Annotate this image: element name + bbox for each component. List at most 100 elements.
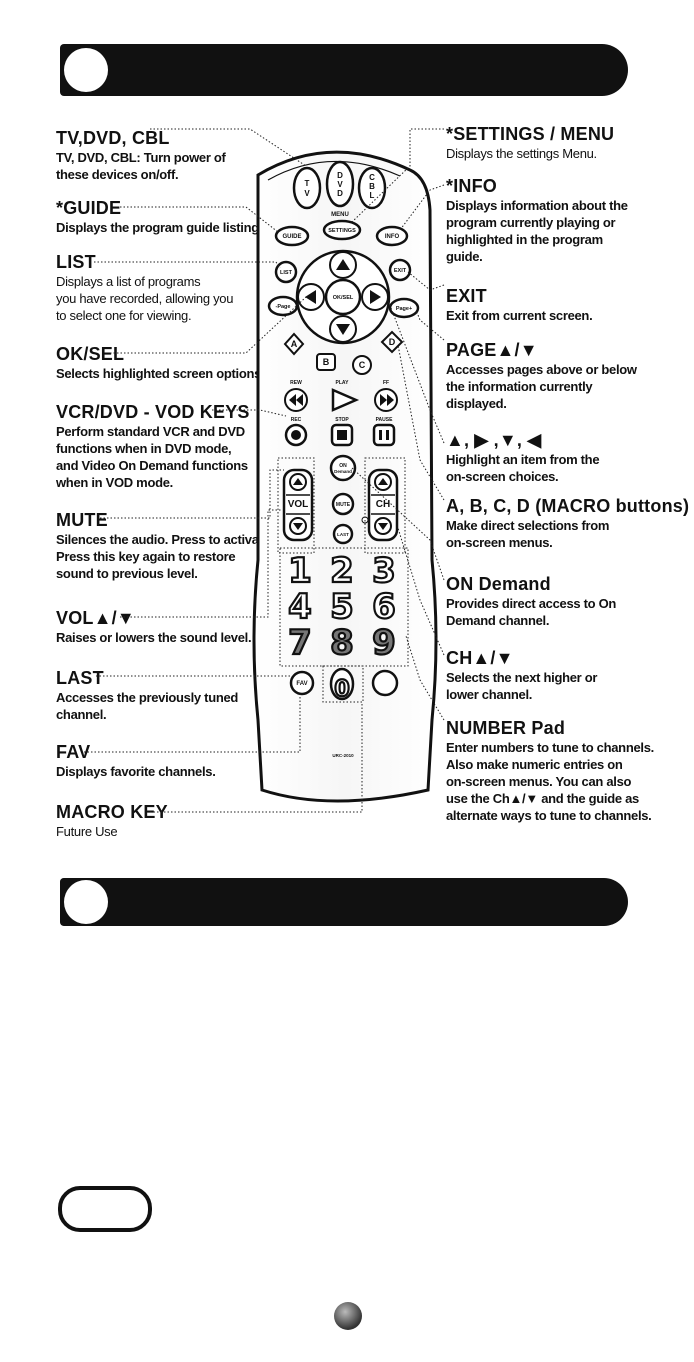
svg-text:-Page: -Page xyxy=(276,304,291,310)
svg-text:MUTE: MUTE xyxy=(336,502,351,508)
left-label-title: OK/SEL xyxy=(56,344,125,364)
svg-text:6: 6 xyxy=(372,587,396,627)
digit-button-3: 3 xyxy=(371,550,397,592)
svg-text:3: 3 xyxy=(372,551,396,591)
svg-text:C: C xyxy=(359,360,366,370)
fav-button xyxy=(289,670,315,696)
right-label-title: A, B, C, D (MACRO buttons) xyxy=(446,496,690,516)
left-label-desc: Raises or lowers the sound level. xyxy=(56,630,252,645)
page-plus-button xyxy=(388,297,420,319)
left-label-desc: Selects highlighted screen options. xyxy=(56,366,265,381)
left-label-title: MUTE xyxy=(56,510,108,530)
digit-button-2: 2 xyxy=(329,550,355,592)
left-label-title: VCR/DVD - VOD KEYS xyxy=(56,402,250,422)
macro-buttons: A B C D xyxy=(283,330,404,375)
left-label-title: TV,DVD, CBL xyxy=(56,128,170,148)
right-label-desc: Displays information about the program c… xyxy=(446,198,628,264)
on-demand-button xyxy=(329,454,357,482)
left-label-title: FAV xyxy=(56,742,91,762)
right-label-desc: Displays the settings Menu. xyxy=(446,146,597,161)
svg-text:9: 9 xyxy=(372,623,396,663)
svg-text:INFO: INFO xyxy=(385,234,400,240)
left-label-title: LIST xyxy=(56,252,96,272)
left-label-desc: Silences the audio. Press to activate. P… xyxy=(56,532,273,581)
svg-text:URC-2010: URC-2010 xyxy=(332,753,354,758)
list-button xyxy=(274,260,298,284)
svg-text:EXIT: EXIT xyxy=(394,268,407,274)
mute-button xyxy=(331,492,355,516)
svg-text:REC: REC xyxy=(291,417,302,423)
right-label-desc: Selects the next higher or lower channel… xyxy=(446,670,598,702)
svg-text:Demand: Demand xyxy=(334,469,352,474)
svg-text:D: D xyxy=(337,171,343,180)
svg-text:PLAY: PLAY xyxy=(336,380,350,386)
left-label-title: *GUIDE xyxy=(56,198,122,218)
svg-text:8: 8 xyxy=(330,623,354,663)
svg-text:MENU: MENU xyxy=(331,212,349,218)
svg-text:7: 7 xyxy=(288,623,312,663)
right-label-title: *INFO xyxy=(446,176,498,196)
svg-text:FF: FF xyxy=(383,380,389,386)
right-label-title: ▲, ▶ ,▼, ◀ xyxy=(446,430,542,450)
right-label-desc: Enter numbers to tune to channels. Also … xyxy=(446,740,654,823)
svg-text:STOP: STOP xyxy=(335,417,349,423)
info-button xyxy=(375,225,409,247)
right-label-title: NUMBER Pad xyxy=(446,718,566,738)
right-label-title: EXIT xyxy=(446,286,487,306)
svg-text:CH: CH xyxy=(376,499,390,510)
left-label-desc: Accesses the previously tuned channel. xyxy=(56,690,239,722)
left-label-title: MACRO KEY xyxy=(56,802,168,822)
svg-text:0: 0 xyxy=(334,677,349,702)
left-label-desc: Displays favorite channels. xyxy=(56,764,216,779)
power-buttons: T V D V D C B L xyxy=(292,160,387,210)
digit-button-9: 9 xyxy=(371,622,397,664)
svg-text:V: V xyxy=(304,189,310,198)
svg-text:B: B xyxy=(323,357,330,367)
left-label-desc: TV, DVD, CBL: Turn power of these device… xyxy=(56,150,226,182)
svg-text:C: C xyxy=(369,173,375,182)
page-marker xyxy=(334,1302,362,1330)
settings-button xyxy=(322,219,362,241)
right-label-desc: Exit from current screen. xyxy=(446,308,593,323)
section-number-circle xyxy=(64,48,108,92)
macro-key-button xyxy=(371,669,399,697)
right-label-desc: Highlight an item from the on-screen cho… xyxy=(446,452,600,484)
guide-button xyxy=(274,225,310,247)
left-label-desc: Future Use xyxy=(56,824,118,839)
svg-text:D: D xyxy=(337,189,343,198)
svg-text:OK/SEL: OK/SEL xyxy=(333,295,354,301)
right-label-title: *SETTINGS / MENU xyxy=(446,124,615,144)
svg-text:SETTINGS: SETTINGS xyxy=(328,228,356,234)
digit-button-0: 0 xyxy=(329,667,355,703)
digit-button-1: 1 xyxy=(287,550,313,592)
svg-text:REW: REW xyxy=(290,380,302,386)
svg-text:1: 1 xyxy=(288,551,312,591)
transport-buttons: REW PLAY FF REC STOP PAUSE xyxy=(284,380,398,447)
last-button xyxy=(332,523,354,545)
section-header-bar-2 xyxy=(60,878,628,926)
right-label-title: PAGE▲/▼ xyxy=(446,340,538,360)
exit-button xyxy=(388,258,412,282)
digit-button-7: 7 xyxy=(287,622,313,664)
left-label-title: VOL▲/▼ xyxy=(56,608,135,628)
right-label-title: CH▲/▼ xyxy=(446,648,514,668)
volume-rocker: VOL xyxy=(282,468,314,542)
svg-text:VOL: VOL xyxy=(288,499,309,510)
svg-text:FAV: FAV xyxy=(296,681,307,687)
left-label-desc: Perform standard VCR and DVD functions w… xyxy=(56,424,248,490)
digit-button-5: 5 xyxy=(329,586,355,628)
section-header-bar xyxy=(60,44,628,96)
navigation-pad: OK/SEL xyxy=(295,249,391,345)
svg-text:PAUSE: PAUSE xyxy=(376,417,394,423)
svg-text:Page+: Page+ xyxy=(396,306,412,312)
digit-button-4: 4 xyxy=(287,586,313,628)
svg-text:B: B xyxy=(369,182,375,191)
digit-button-8: 8 xyxy=(329,622,355,664)
channel-rocker: CH xyxy=(367,468,399,542)
svg-text:GUIDE: GUIDE xyxy=(282,234,301,240)
svg-text:LAST: LAST xyxy=(337,532,349,537)
svg-text:V: V xyxy=(337,180,343,189)
right-label-desc: Make direct selections from on-screen me… xyxy=(446,518,610,550)
